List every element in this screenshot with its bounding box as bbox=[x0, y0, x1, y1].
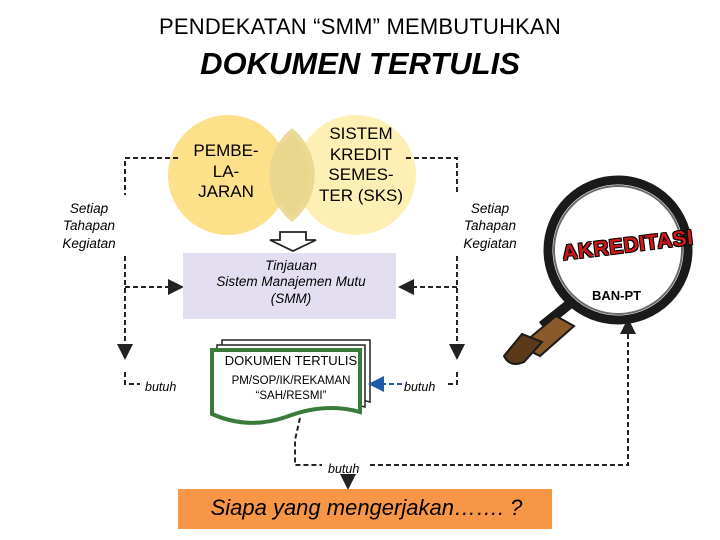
down-block-arrow bbox=[269, 231, 317, 252]
side-label-left: Setiap Tahapan Kegiatan bbox=[62, 201, 116, 251]
page-title-line2: DOKUMEN TERTULIS bbox=[200, 46, 520, 81]
page-title-line1: PENDEKATAN “SMM” MEMBUTUHKAN bbox=[158, 14, 562, 39]
review-box bbox=[183, 253, 396, 319]
needs-label-bottom: butuh bbox=[328, 462, 360, 476]
question-box bbox=[178, 489, 552, 529]
question-label: Siapa yang mengerjakan……. ? bbox=[210, 495, 523, 520]
side-label-right: Setiap Tahapan Kegiatan bbox=[463, 201, 517, 251]
connector-butuh-right bbox=[446, 372, 458, 385]
circle-label-pembelajaran: PEMBE- LA- JARAN bbox=[193, 141, 259, 202]
ban-pt-label: BAN-PT bbox=[592, 288, 642, 303]
circle-label-sks: SISTEM KREDIT SEMES- TER (SKS) bbox=[318, 124, 404, 206]
connector-butuh-to-magnifier bbox=[370, 318, 636, 466]
review-box-label: Tinjauan Sistem Manajemen Mutu (SMM) bbox=[216, 258, 366, 306]
connector-butuh-bottom bbox=[294, 417, 322, 466]
document-stack bbox=[210, 339, 371, 425]
connector-right-top bbox=[406, 157, 458, 195]
needs-label-left: butuh bbox=[145, 380, 177, 394]
circle-sks bbox=[296, 115, 416, 235]
document-title: DOKUMEN TERTULIS bbox=[224, 353, 358, 368]
needs-label-right: butuh bbox=[404, 380, 436, 394]
connector-butuh-left bbox=[124, 372, 140, 385]
connector-left-top bbox=[124, 157, 178, 195]
circle-pembelajaran bbox=[168, 115, 288, 235]
document-subtitle: PM/SOP/IK/REKAMAN “SAH/RESMI” bbox=[231, 375, 351, 402]
magnifier-icon bbox=[502, 175, 693, 365]
